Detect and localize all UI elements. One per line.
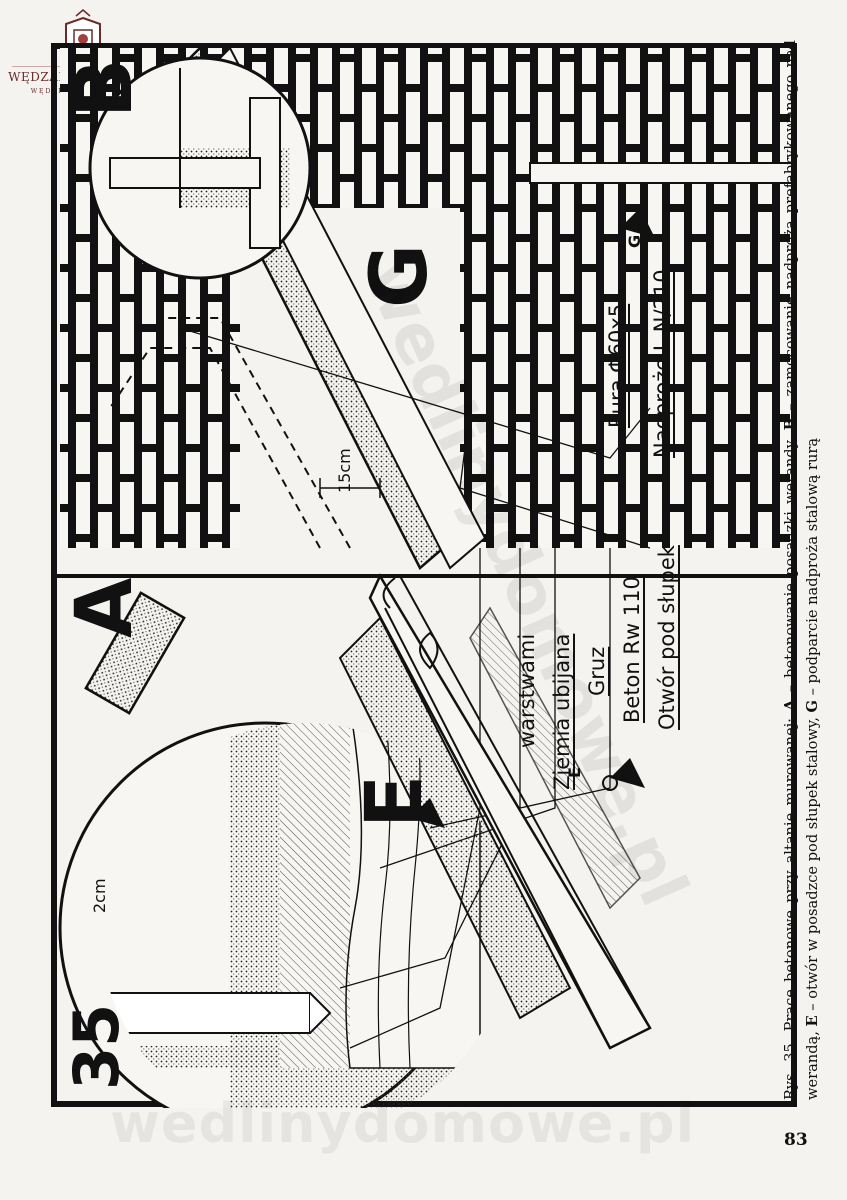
- figure-caption: Rys. 35. Prace betonowe przy altanie mur…: [780, 40, 824, 1100]
- slab-edge: [368, 573, 652, 1050]
- page-number: 83: [784, 1130, 808, 1150]
- watermark-bottom: wedlinydomowe.pl: [110, 1092, 696, 1155]
- caption-g-key: G: [804, 700, 821, 713]
- caption-e-text: – otwór w posadzce pod słupek stalowy,: [804, 712, 821, 1016]
- annotation-rura: Rura Φ60x5: [605, 303, 629, 428]
- rubble-layer: [469, 606, 641, 910]
- marker-g-arrow: [620, 208, 655, 238]
- figure-35: 35 A B E G E G Otwór pod słupek Beton Rw…: [50, 40, 800, 1108]
- label-e: E: [350, 774, 440, 828]
- steel-pipe: [529, 162, 793, 184]
- caption-e-key: E: [804, 1015, 821, 1027]
- marker-e-arrow: [410, 798, 445, 828]
- caption-prefix: Rys. 35. Prace betonowe przy altanie mur…: [782, 710, 799, 1100]
- concrete-slab: [338, 616, 572, 1020]
- annotation-nadproze: Nadproże L-N/210: [650, 269, 674, 458]
- annotation-beton: Beton Rw 110: [620, 576, 644, 723]
- panel-a-letter: A: [60, 577, 150, 638]
- figure-number: 35: [60, 1003, 133, 1090]
- trowel-icon: [419, 631, 439, 670]
- annotation-otwor: Otwór pod słupek: [655, 545, 679, 730]
- caption-a-text: – betonowanie posadzki werandy,: [782, 430, 799, 700]
- figure-drawing: [51, 43, 797, 1108]
- caption-g-text: – podparcie nadproża stalową rurą: [804, 437, 821, 701]
- caption-a-key: A: [782, 699, 799, 711]
- label-g-small: G: [625, 234, 644, 248]
- panel-b-letter: B: [60, 58, 150, 118]
- float-tool: [84, 591, 186, 715]
- dimension-15cm: 15cm: [335, 448, 354, 493]
- dimension-2cm: 2cm: [90, 878, 109, 913]
- caption-b-key: B: [782, 417, 799, 431]
